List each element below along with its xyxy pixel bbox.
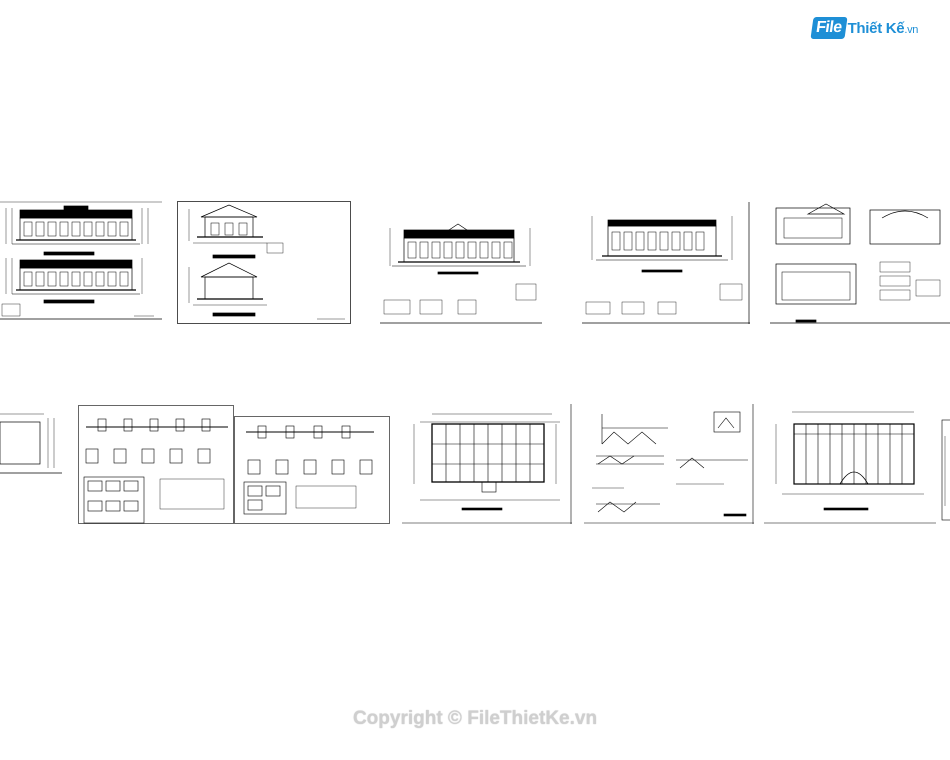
copyright-watermark: Copyright © FileThietKe.vn — [352, 708, 598, 729]
brand-logo: File Thiết Kế.vn — [810, 14, 919, 42]
elevation-a-sheet — [380, 218, 542, 324]
foundation-details-sheet-1 — [78, 405, 234, 524]
brand-logo-box: File — [810, 17, 848, 39]
section-details-sheet — [770, 200, 950, 324]
brand-logo-text: Thiết Kế.vn — [848, 20, 919, 37]
brand-logo-tld: .vn — [904, 23, 919, 36]
floor-plan-sheet — [402, 404, 572, 524]
plan-partial-sheet — [0, 404, 62, 474]
stair-details-sheet — [584, 404, 754, 524]
brand-logo-name: Thiết Kế — [847, 19, 905, 37]
foundation-details-sheet-2 — [234, 416, 390, 524]
roof-framing-sheet — [764, 404, 936, 524]
front-elevation-sheet — [0, 198, 162, 320]
edge-partial-sheet — [940, 416, 950, 524]
elevation-b-sheet — [582, 202, 750, 324]
side-elevation-sheet — [177, 201, 351, 324]
